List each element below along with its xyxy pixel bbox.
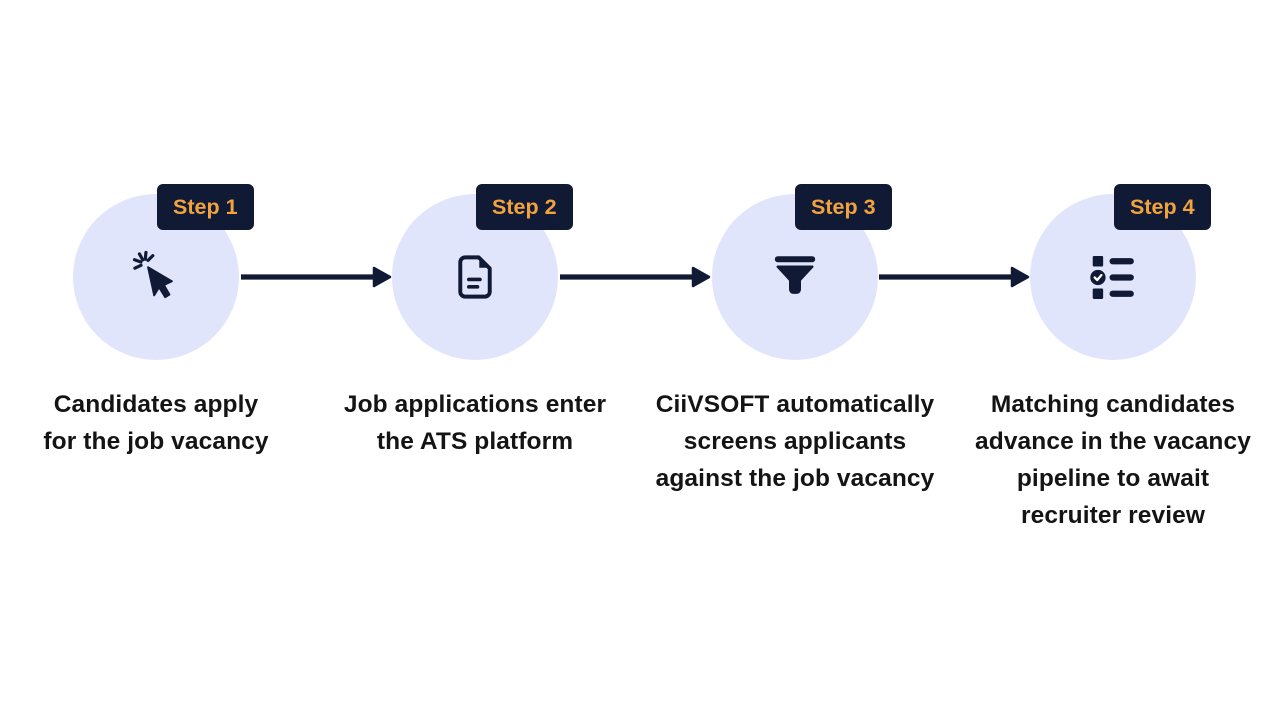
- arrow-3-icon: [879, 266, 1030, 288]
- step-3-caption: CiiVSOFT automatically screens applicant…: [655, 391, 935, 492]
- document-icon: [458, 255, 492, 299]
- step-4-badge-label: Step 4: [1130, 195, 1195, 219]
- arrow-1-icon: [241, 266, 392, 288]
- step-2-badge-label: Step 2: [492, 195, 557, 219]
- step-1-caption: Candidates apply for the job vacancy: [43, 391, 269, 455]
- step-4-caption: Matching candidates advance in the vacan…: [975, 391, 1251, 529]
- filter-icon: [774, 256, 816, 294]
- step-3-badge-label: Step 3: [811, 195, 876, 219]
- cursor-click-icon: [132, 250, 173, 299]
- checklist-icon: [1090, 255, 1134, 299]
- step-2-badge: Step 2: [476, 184, 573, 230]
- step-1-badge-label: Step 1: [173, 195, 238, 219]
- step-4-badge: Step 4: [1114, 184, 1211, 230]
- step-1-badge: Step 1: [157, 184, 254, 230]
- arrow-2-icon: [560, 266, 711, 288]
- step-3-badge: Step 3: [795, 184, 892, 230]
- step-2-caption: Job applications enter the ATS platform: [343, 391, 607, 455]
